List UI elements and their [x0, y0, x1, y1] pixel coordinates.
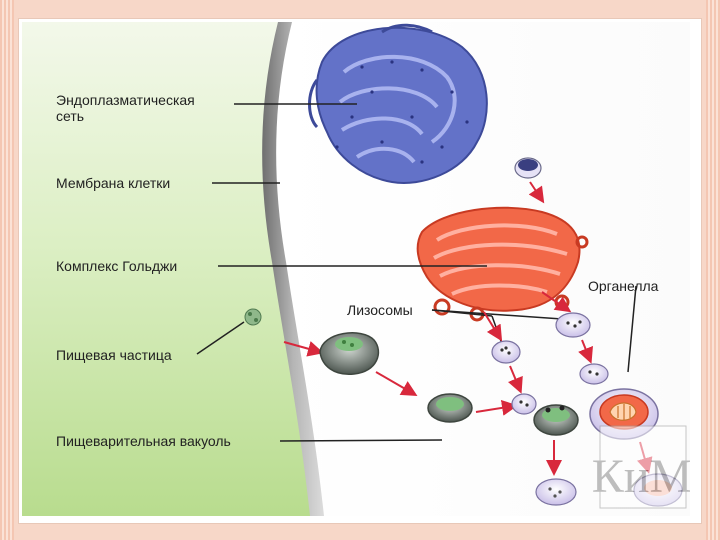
label-food-particle: Пищевая частица [56, 347, 172, 363]
label-golgi: Комплекс Гольджи [56, 258, 177, 274]
label-digestive-vacuole: Пищеварительная вакуоль [56, 433, 231, 449]
label-organelle: Органелла [588, 278, 658, 294]
label-er-line2: сеть [56, 108, 84, 124]
label-lysosomes: Лизосомы [347, 302, 413, 318]
lysosome-2 [556, 313, 590, 337]
transport-vesicle [515, 158, 541, 178]
cell-diagram: КиМ Эндоплазматическая сеть Мембрана кле… [22, 22, 690, 516]
label-membrane: Мембрана клетки [56, 175, 170, 191]
label-er-line1: Эндоплазматическая [56, 92, 195, 108]
decorative-stripe-right [706, 0, 720, 540]
lysosome-1 [492, 341, 520, 363]
watermark-logo: КиМ [592, 426, 690, 508]
phagocytic-vesicle [320, 333, 378, 374]
lysosome-3 [512, 394, 536, 414]
watermark-text: КиМ [592, 450, 690, 503]
digestive-vacuole [428, 394, 472, 422]
decorative-stripe-left [0, 0, 14, 540]
lysosome-4 [580, 364, 608, 384]
residual-vesicle [536, 479, 576, 505]
food-particle [245, 309, 261, 325]
fused-vacuole [534, 405, 578, 435]
